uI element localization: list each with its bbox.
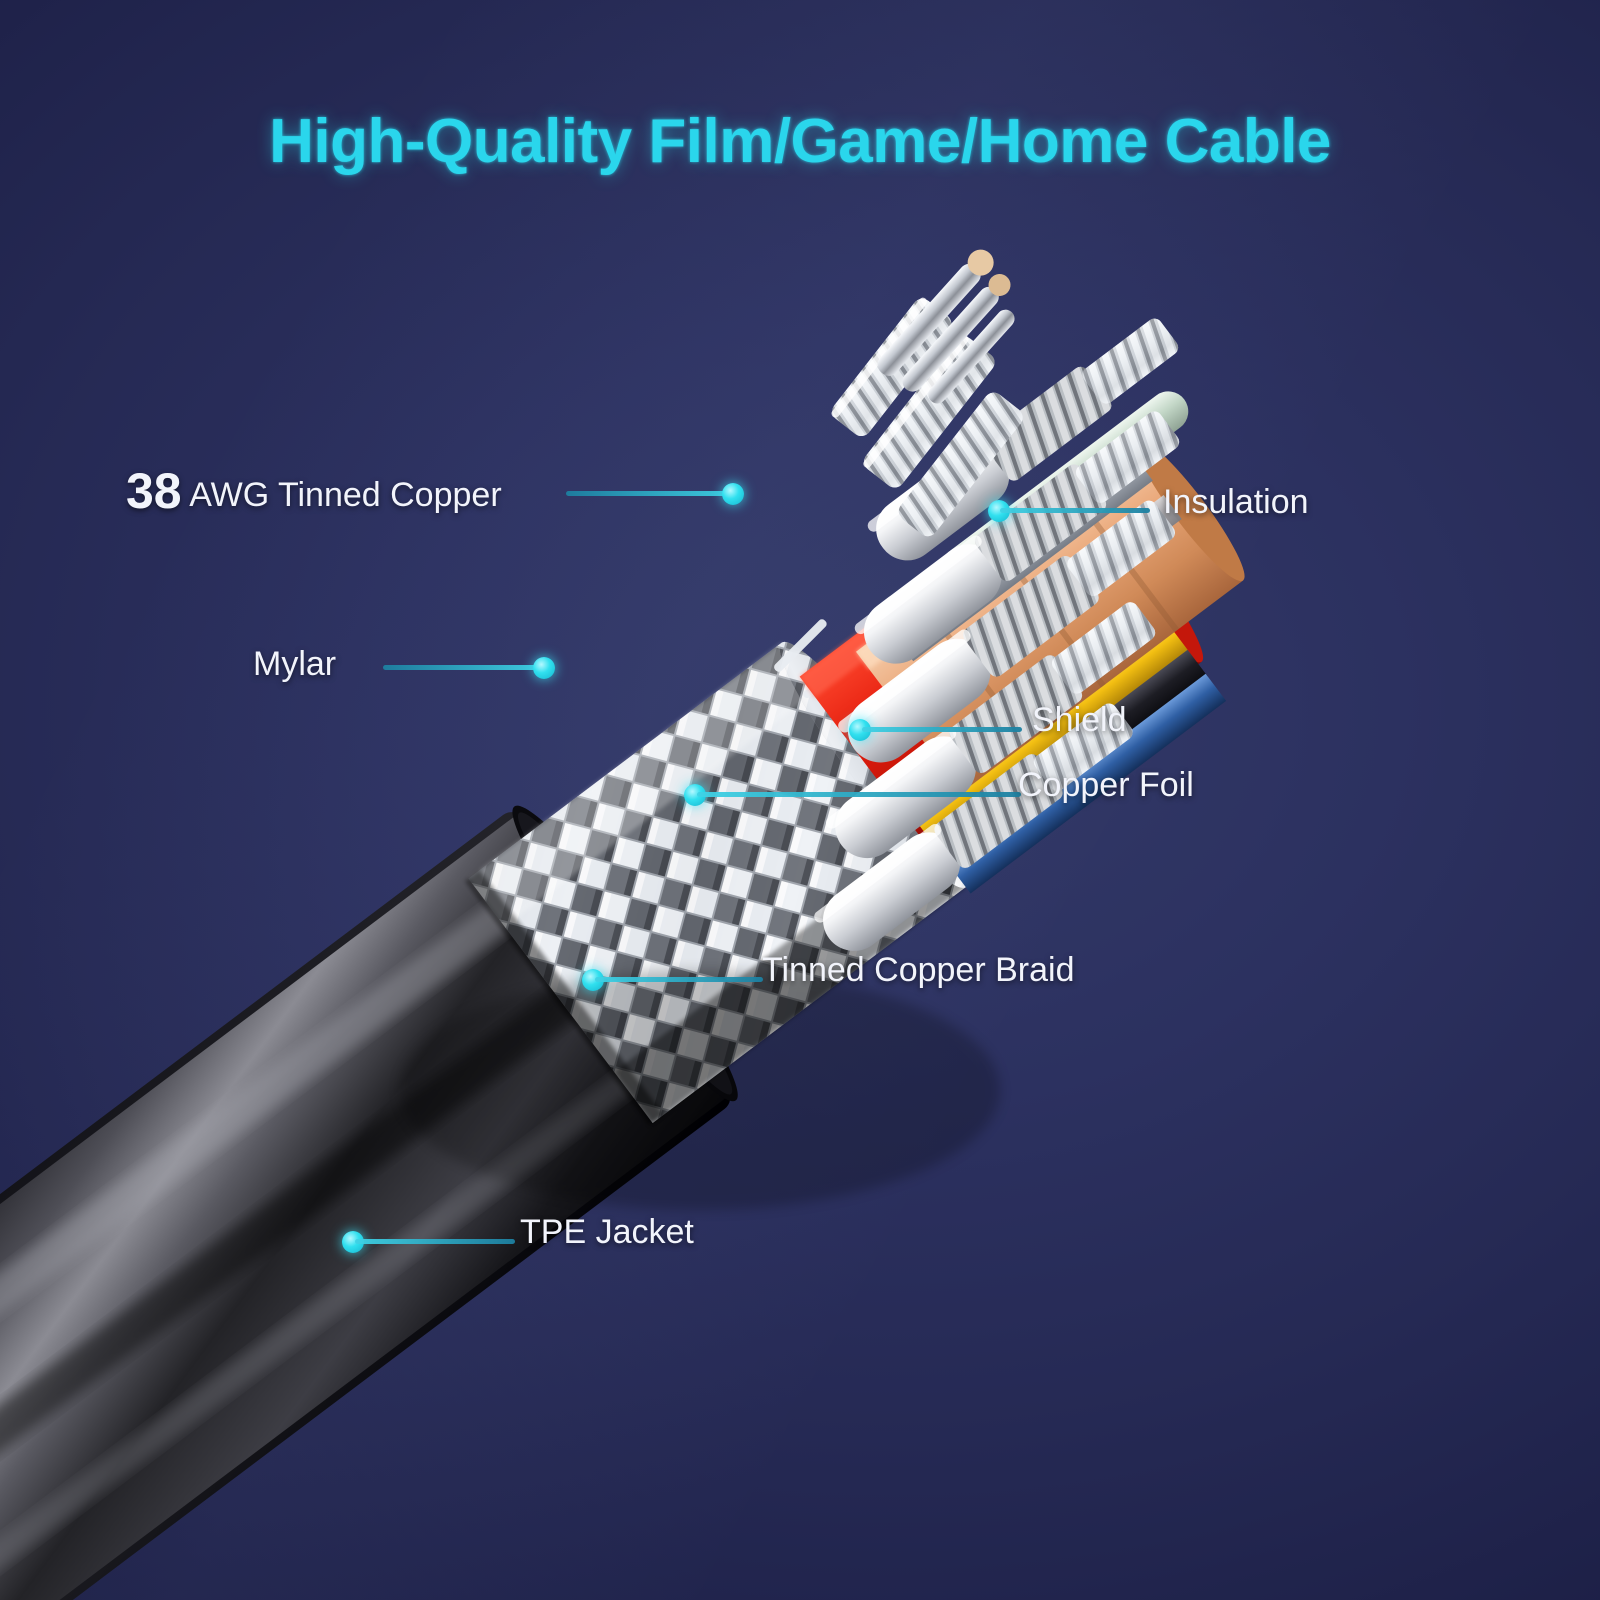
callout-dot-mylar: [533, 657, 555, 679]
callout-label-jacket: TPE Jacket: [520, 1213, 694, 1251]
callout-dot-awg: [722, 483, 744, 505]
leader-line-insulation: [1000, 508, 1150, 513]
leader-line-mylar: [383, 665, 543, 670]
awg-text: AWG Tinned Copper: [181, 476, 502, 514]
callout-label-shield: Shield: [1032, 701, 1127, 739]
leader-line-awg: [566, 491, 738, 496]
callout-label-awg: 38 AWG Tinned Copper: [126, 462, 502, 520]
callout-label-braid: Tinned Copper Braid: [762, 951, 1075, 989]
callout-dot-insulation: [988, 500, 1010, 522]
tinned-copper-tip-c: [898, 392, 1023, 537]
callout-label-insulation: Insulation: [1163, 483, 1309, 521]
leader-line-jacket: [355, 1239, 515, 1244]
callout-dot-braid: [582, 969, 604, 991]
callout-label-copper-foil: Copper Foil: [1018, 766, 1194, 804]
leader-line-braid: [595, 977, 763, 982]
leader-line-shield: [862, 727, 1022, 732]
leader-line-copper-foil: [697, 792, 1021, 797]
callout-label-mylar: Mylar: [253, 645, 337, 683]
awg-number: 38: [126, 463, 182, 519]
bare-strand-ends: [877, 249, 1015, 404]
callout-dot-jacket: [342, 1231, 364, 1253]
callout-dot-copper-foil: [684, 784, 706, 806]
page-title: High-Quality Film/Game/Home Cable: [269, 107, 1331, 176]
callout-dot-shield: [849, 719, 871, 741]
